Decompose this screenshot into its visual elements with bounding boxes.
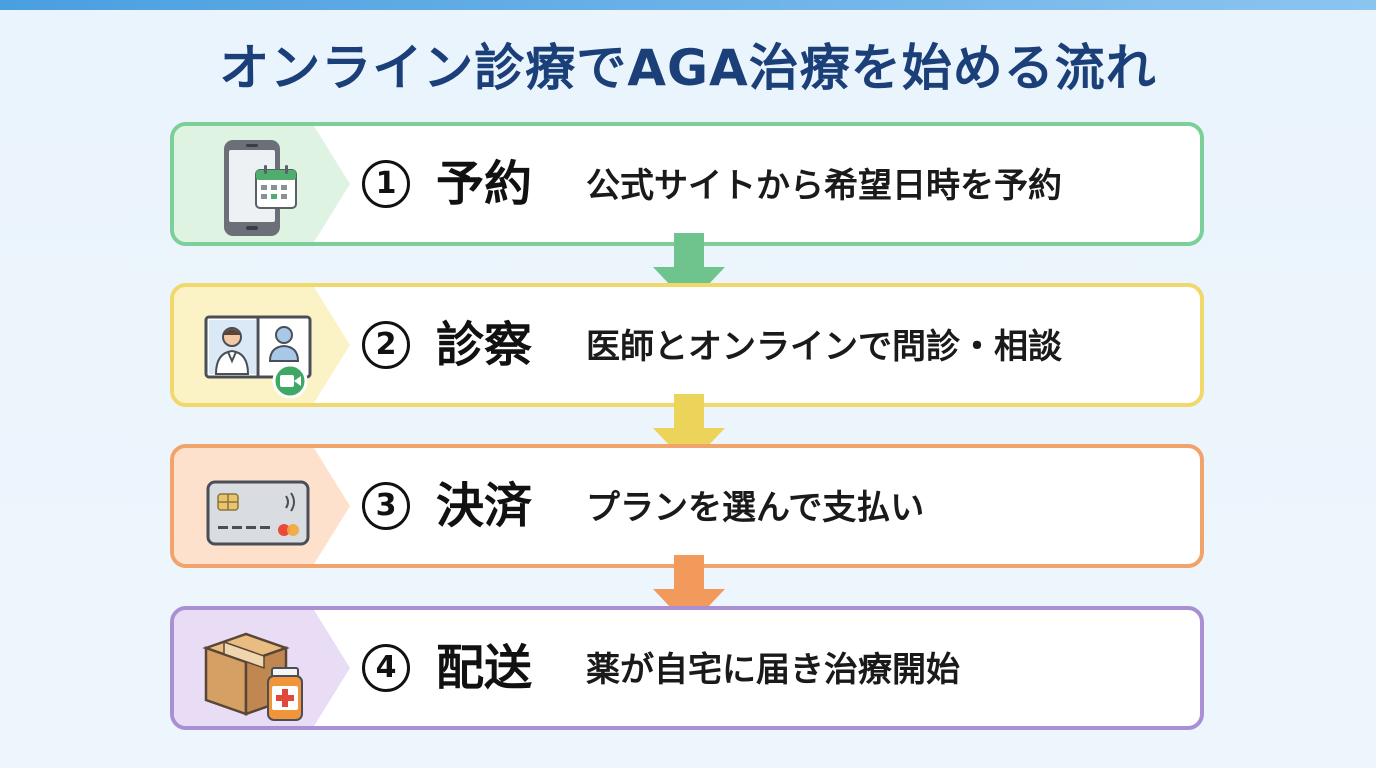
icon-panel (174, 610, 350, 726)
top-accent-bar (0, 0, 1376, 10)
step-number: 1 (362, 160, 410, 208)
step-description: 薬が自宅に届き治療開始 (586, 650, 960, 690)
arrow-down-icon (653, 555, 725, 627)
step-label: 予約 (436, 156, 533, 212)
page-title: オンライン診療でAGA治療を始める流れ (219, 39, 1157, 97)
credit-card-icon (206, 480, 310, 546)
step-consultation: 2 診察 医師とオンラインで問診・相談 (170, 283, 1204, 407)
package-medicine-icon (202, 632, 303, 721)
step-payment: 3 決済 プランを選んで支払い (170, 444, 1204, 568)
step-delivery: 4 配送 薬が自宅に届き治療開始 (170, 606, 1204, 730)
step-number: 2 (362, 321, 410, 369)
step-number: 4 (362, 644, 410, 692)
icon-panel (174, 448, 350, 564)
smartphone-calendar-icon (224, 140, 297, 236)
step-number: 3 (362, 482, 410, 530)
step-reservation: 1 予約 公式サイトから希望日時を予約 (170, 122, 1204, 246)
step-label: 診察 (436, 317, 533, 373)
icon-panel (174, 287, 350, 403)
step-label: 決済 (436, 478, 533, 534)
step-label: 配送 (436, 640, 533, 696)
step-description: 医師とオンラインで問診・相談 (586, 327, 1062, 367)
step-description: プランを選んで支払い (586, 488, 925, 528)
video-consultation-icon (204, 315, 312, 399)
icon-panel (174, 126, 350, 242)
step-description: 公式サイトから希望日時を予約 (586, 166, 1062, 206)
